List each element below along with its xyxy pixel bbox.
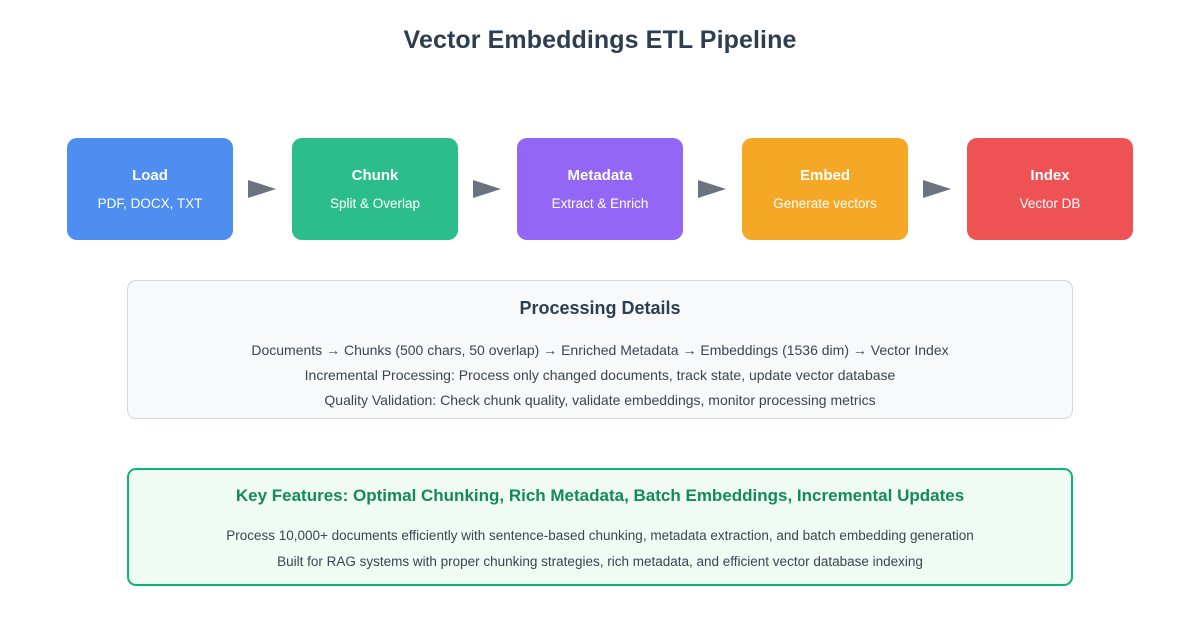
processing-details-line: Incremental Processing: Process only cha…: [304, 367, 896, 383]
processing-details-panel: Processing Details Documents → Chunks (5…: [127, 280, 1073, 419]
stage-title: Index: [1030, 166, 1070, 184]
arrow-right-icon: [696, 174, 730, 204]
key-features-title: Key Features: Optimal Chunking, Rich Met…: [235, 486, 965, 505]
processing-details-line: Quality Validation: Check chunk quality,…: [324, 392, 876, 408]
key-features-line: Built for RAG systems with proper chunki…: [277, 554, 923, 569]
processing-details-line: Documents → Chunks (500 chars, 50 overla…: [251, 342, 949, 358]
stage-title: Embed: [799, 166, 850, 184]
pipeline-stage-index: Index Vector DB: [967, 138, 1133, 240]
processing-details-body: Documents → Chunks (500 chars, 50 overla…: [128, 338, 1072, 413]
page-title: Vector Embeddings ETL Pipeline: [403, 26, 797, 54]
pipeline-flow: Load PDF, DOCX, TXT Chunk Split & Overla…: [67, 138, 1133, 240]
stage-subtitle: Extract & Enrich: [551, 195, 649, 211]
stage-subtitle: Generate vectors: [773, 195, 877, 211]
key-features-line: Process 10,000+ documents efficiently wi…: [226, 528, 974, 543]
arrow-right-icon: [921, 174, 955, 204]
stage-title: Chunk: [351, 166, 399, 184]
arrow-right-icon: [471, 174, 505, 204]
stage-title: Metadata: [567, 166, 633, 184]
pipeline-stage-load: Load PDF, DOCX, TXT: [67, 138, 233, 240]
key-features-body: Process 10,000+ documents efficiently wi…: [129, 523, 1071, 575]
stage-subtitle: Split & Overlap: [329, 195, 421, 211]
pipeline-stage-chunk: Chunk Split & Overlap: [292, 138, 458, 240]
stage-subtitle: Vector DB: [1019, 195, 1081, 211]
arrow-right-icon: [246, 174, 280, 204]
processing-details-title: Processing Details: [519, 298, 681, 318]
pipeline-stage-embed: Embed Generate vectors: [742, 138, 908, 240]
pipeline-stage-metadata: Metadata Extract & Enrich: [517, 138, 683, 240]
stage-title: Load: [132, 166, 168, 184]
stage-subtitle: PDF, DOCX, TXT: [97, 195, 203, 211]
key-features-panel: Key Features: Optimal Chunking, Rich Met…: [127, 468, 1073, 586]
